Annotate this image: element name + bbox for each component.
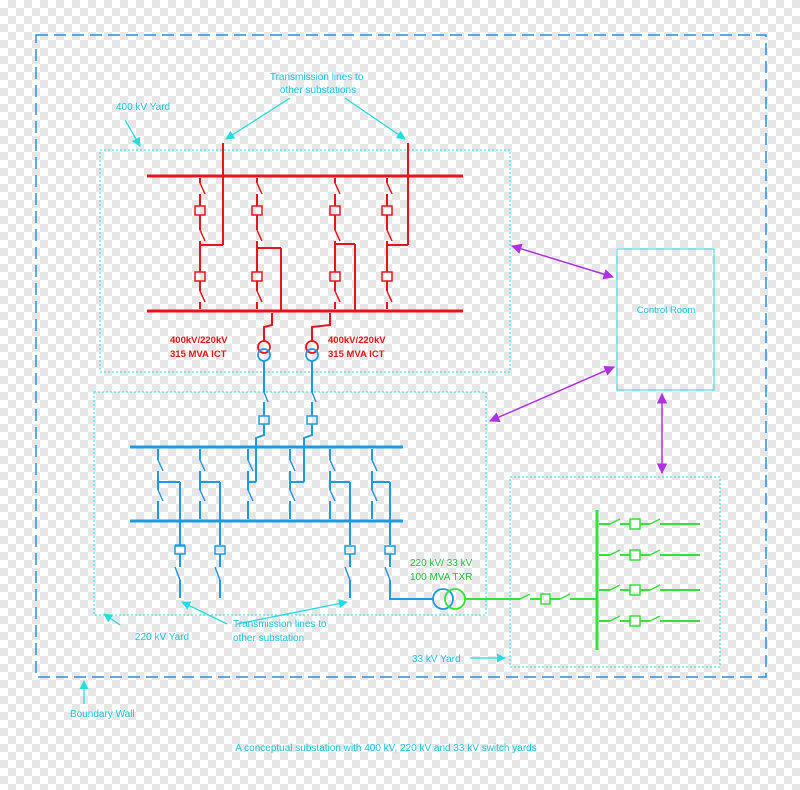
ict-right-transformer [305,340,319,362]
yard-400-label: 400 kV Yard [116,102,170,113]
yard-220-label: 220 kV Yard [135,632,189,643]
yard-33-box [509,476,721,668]
boundary-label: Boundary Wall [70,709,135,720]
yard-33-circuit [465,510,700,650]
caption: A conceptual substation with 400 kV, 220… [235,743,536,754]
yard-400-circuit [147,143,463,341]
boundary-wall [35,34,767,678]
yard-220-circuit [130,361,433,600]
yard-220-box [93,391,487,616]
control-room-label: Control Room [637,305,696,316]
transmission-top-label: Transmission lines to other substations [270,72,366,96]
transmission-bottom-label: Transmission lines to other substation [233,619,329,644]
txr-transformer [432,588,466,610]
ict-left-label: 400kV/220kV 315 MVA ICT [170,335,230,360]
txr-label: 220 kV/ 33 kV 100 MVA TXR [410,558,475,583]
ict-right-label: 400kV/220kV 315 MVA ICT [328,335,388,360]
control-links [489,243,668,475]
label-leaders [79,97,506,704]
yard-33-label: 33 kV Yard [412,654,461,665]
yard-400-box [99,149,511,373]
control-room-box [616,248,715,391]
ict-left-transformer [257,340,271,362]
